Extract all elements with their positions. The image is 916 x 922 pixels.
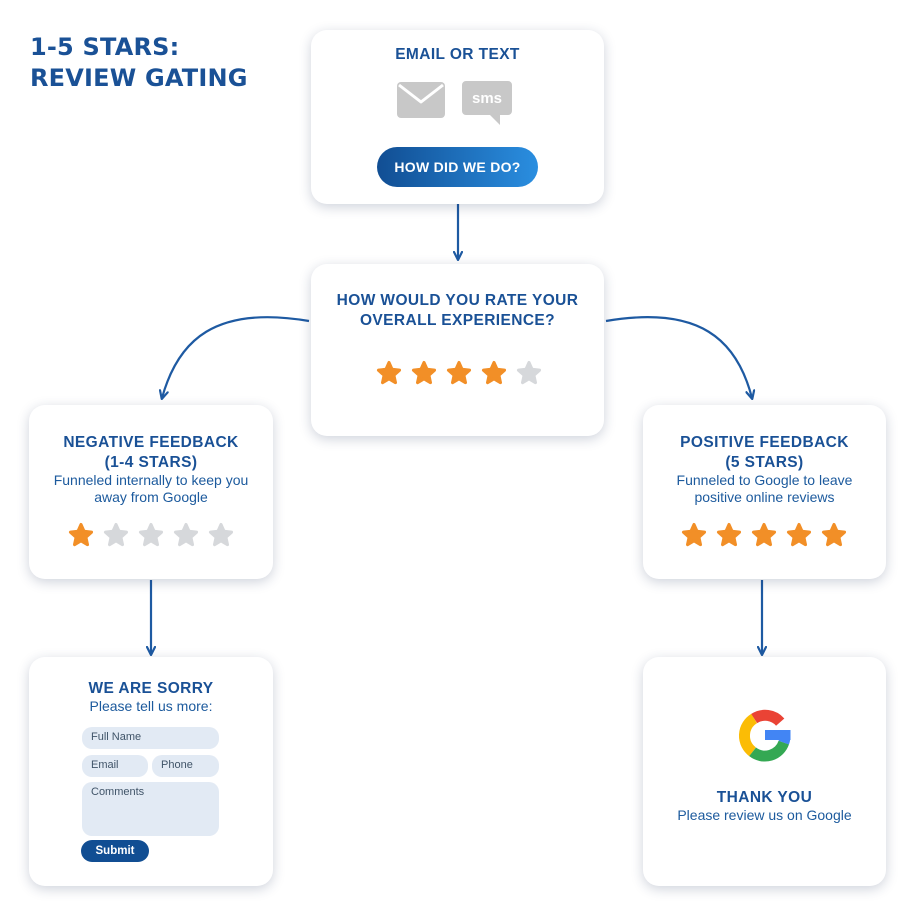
- card-positive-feedback: POSITIVE FEEDBACK (5 STARS) Funneled to …: [643, 405, 886, 579]
- card-negative-feedback: NEGATIVE FEEDBACK (1-4 STARS) Funneled i…: [29, 405, 273, 579]
- phone-field[interactable]: Phone: [152, 755, 219, 777]
- rate-star-rating[interactable]: [375, 359, 543, 387]
- positive-star-rating: [680, 521, 848, 549]
- positive-heading-line-2: (5 STARS): [725, 454, 804, 471]
- star-filled-icon[interactable]: [410, 359, 438, 387]
- card-we-are-sorry: WE ARE SORRY Please tell us more: Full N…: [29, 657, 273, 886]
- star-empty-icon: [103, 522, 129, 547]
- full-name-field[interactable]: Full Name: [82, 727, 219, 749]
- negative-star-rating: [67, 521, 235, 549]
- star-filled-icon: [681, 522, 707, 547]
- negative-desc-line-1: Funneled internally to keep you: [53, 472, 249, 488]
- star-filled-icon: [751, 522, 777, 547]
- email-field[interactable]: Email: [82, 755, 148, 777]
- card-email-or-text: EMAIL OR TEXT sms HOW DID WE DO?: [311, 30, 604, 204]
- star-filled-icon[interactable]: [480, 359, 508, 387]
- star-filled-icon[interactable]: [445, 359, 473, 387]
- arrow-rate-to-positive: [605, 316, 752, 398]
- card-rate-experience: HOW WOULD YOU RATE YOUR OVERALL EXPERIEN…: [311, 264, 604, 436]
- sms-bubble-icon: sms: [462, 81, 512, 125]
- thank-you-subtitle: Please review us on Google: [677, 807, 852, 823]
- star-empty-icon: [173, 522, 199, 547]
- how-did-we-do-button[interactable]: HOW DID WE DO?: [377, 147, 538, 187]
- negative-desc-line-2: away from Google: [94, 489, 208, 505]
- star-filled-icon[interactable]: [375, 359, 403, 387]
- star-empty-icon: [138, 522, 164, 547]
- positive-desc-line-1: Funneled to Google to leave: [676, 472, 853, 488]
- card-thank-you: THANK YOU Please review us on Google: [643, 657, 886, 886]
- page-title-line-2: REVIEW GATING: [30, 64, 248, 92]
- star-empty-icon[interactable]: [515, 359, 543, 387]
- negative-heading-line-2: (1-4 STARS): [104, 454, 198, 471]
- sms-label: sms: [472, 90, 502, 107]
- submit-button[interactable]: Submit: [81, 840, 149, 862]
- star-filled-icon: [786, 522, 812, 547]
- star-filled-icon: [821, 522, 847, 547]
- comments-field[interactable]: Comments: [82, 782, 219, 836]
- envelope-icon: [397, 82, 445, 118]
- thank-you-heading: THANK YOU: [716, 789, 813, 806]
- sorry-heading: WE ARE SORRY: [88, 680, 214, 697]
- start-heading: EMAIL OR TEXT: [395, 46, 520, 63]
- star-empty-icon: [208, 522, 234, 547]
- negative-heading-line-1: NEGATIVE FEEDBACK: [63, 434, 239, 451]
- sorry-subtitle: Please tell us more:: [89, 698, 213, 714]
- page-title-line-1: 1-5 STARS:: [30, 33, 180, 61]
- positive-desc-line-2: positive online reviews: [694, 489, 835, 505]
- page-title: 1-5 STARS: REVIEW GATING: [30, 32, 248, 94]
- rate-heading-line-2: OVERALL EXPERIENCE?: [359, 312, 556, 329]
- star-filled-icon: [716, 522, 742, 547]
- google-g-icon: [738, 709, 791, 762]
- star-filled-icon: [68, 522, 94, 547]
- rate-heading-line-1: HOW WOULD YOU RATE YOUR: [336, 292, 579, 309]
- positive-heading-line-1: POSITIVE FEEDBACK: [680, 434, 849, 451]
- arrow-rate-to-negative: [162, 316, 310, 398]
